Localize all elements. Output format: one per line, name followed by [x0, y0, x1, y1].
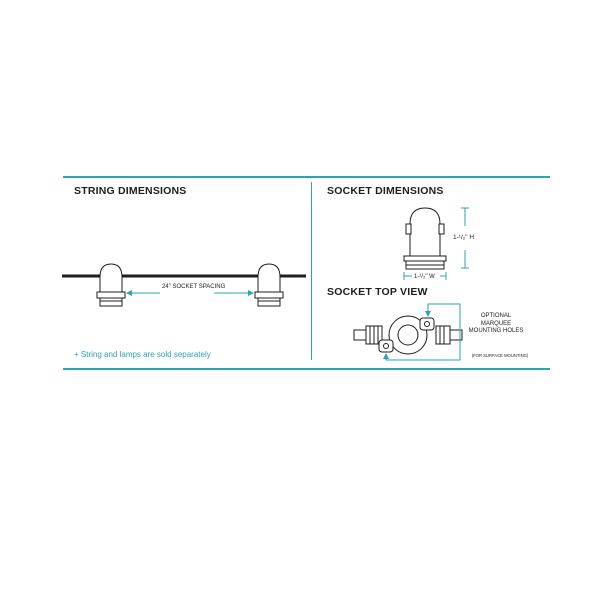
height-dimension	[461, 207, 469, 269]
spacing-arrow	[126, 290, 254, 296]
top-divider	[63, 176, 550, 178]
surface-mounting-label: (FOR SURFACE MOUNTING)	[471, 353, 529, 358]
socket-top-view-heading: SOCKET TOP VIEW	[327, 286, 428, 298]
string-socket-left	[96, 263, 126, 307]
string-dimensions-heading: STRING DIMENSIONS	[74, 185, 187, 197]
width-label: 1-¹/₂" W	[414, 274, 435, 280]
width-dimension	[403, 272, 447, 280]
socket-dimensions-heading: SOCKET DIMENSIONS	[327, 185, 444, 197]
mounting-hole-callout	[383, 303, 461, 361]
bottom-divider	[63, 368, 550, 370]
socket-side-view	[403, 207, 447, 270]
string-socket-right	[254, 263, 284, 307]
height-label: 1-¹/₂" H	[453, 234, 475, 241]
socket-top-view	[353, 315, 463, 355]
socket-spacing-label: 24" SOCKET SPACING	[162, 284, 226, 290]
sold-separately-note: + String and lamps are sold separately	[74, 350, 211, 359]
center-divider	[311, 182, 312, 360]
optional-holes-label: OPTIONAL MARQUEE MOUNTING HOLES	[468, 313, 524, 334]
